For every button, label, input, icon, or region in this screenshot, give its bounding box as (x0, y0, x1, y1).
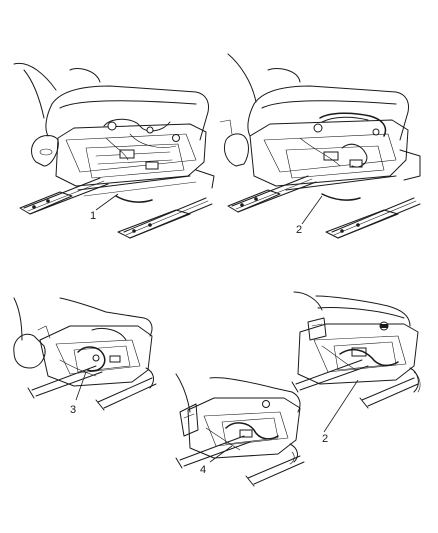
callout-label-1: 1 (90, 210, 96, 222)
seat-assembly-middle-right (291, 291, 421, 433)
callout-label-4: 4 (200, 464, 206, 476)
callout-label-2: 2 (296, 224, 302, 236)
seat-assembly-middle-left (13, 297, 157, 411)
callout-label-3: 3 (70, 404, 76, 416)
callout-label-2-lower: 2 (322, 433, 328, 445)
seat-assembly-bottom-center (175, 373, 305, 487)
seat-assembly-top-right (219, 53, 421, 239)
seat-assembly-top-left (13, 62, 215, 239)
